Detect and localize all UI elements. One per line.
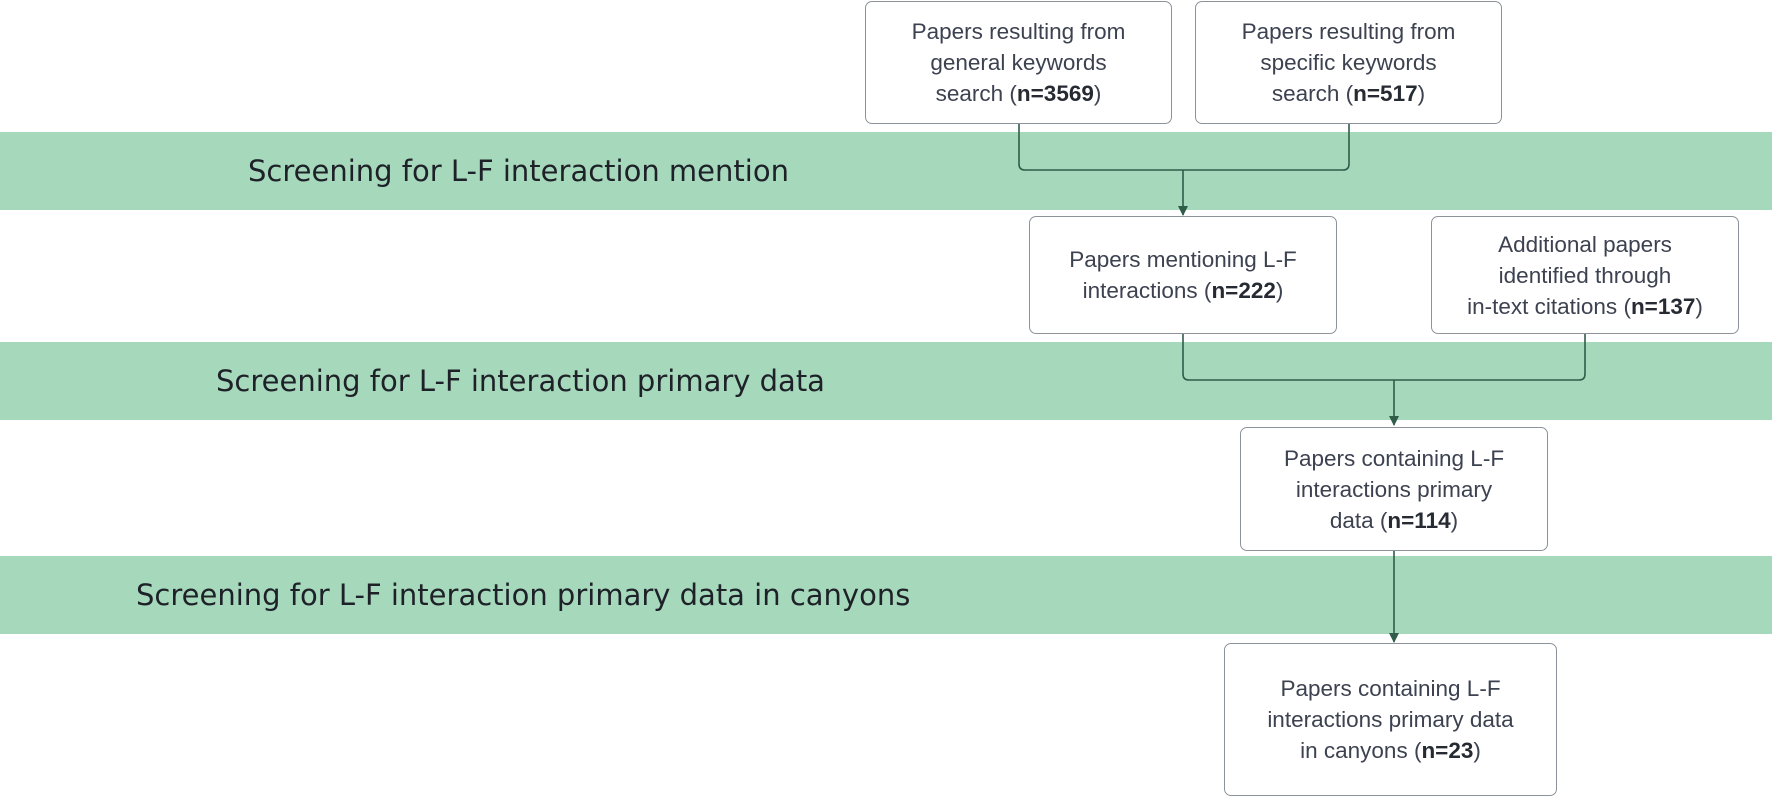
box-mentioning-line-1: Papers mentioning L-F	[1069, 247, 1297, 272]
stage-band-primary-data: Screening for L-F interaction primary da…	[0, 342, 1772, 420]
stage-label-mention: Screening for L-F interaction mention	[248, 154, 789, 188]
box-specific-keywords: Papers resulting from specific keywords …	[1195, 1, 1502, 124]
box-mentioning-interactions: Papers mentioning L-F interactions (n=22…	[1029, 216, 1337, 334]
box-canyons-line-1: Papers containing L-F	[1280, 676, 1501, 701]
box-general-line-1: Papers resulting from	[911, 19, 1126, 44]
count-canyons: n=23	[1421, 738, 1474, 763]
box-canyons: Papers containing L-F interactions prima…	[1224, 643, 1557, 796]
box-general-keywords: Papers resulting from general keywords s…	[865, 1, 1172, 124]
box-specific-line-3: search (n=517)	[1271, 81, 1426, 106]
box-primary-data: Papers containing L-F interactions prima…	[1240, 427, 1548, 551]
connector-mentioning-to-merge	[1182, 334, 1394, 381]
box-canyons-line-2: interactions primary data	[1267, 707, 1514, 732]
box-canyons-line-3: in canyons (n=23)	[1300, 738, 1481, 763]
box-additional-citations: Additional papers identified through in-…	[1431, 216, 1739, 334]
box-general-line-2: general keywords	[930, 50, 1107, 75]
box-additional-line-1: Additional papers	[1498, 231, 1672, 257]
count-general: n=3569	[1016, 81, 1094, 106]
box-primary-line-1: Papers containing L-F	[1283, 445, 1505, 471]
box-primary-line-2: interactions primary	[1295, 476, 1493, 502]
stage-band-canyons: Screening for L-F interaction primary da…	[0, 556, 1772, 634]
box-mentioning-line-2: interactions (n=222)	[1082, 278, 1284, 303]
box-specific-line-1: Papers resulting from	[1241, 19, 1456, 44]
box-specific-line-2: specific keywords	[1260, 50, 1437, 75]
count-primary: n=114	[1387, 507, 1451, 533]
box-primary-line-3: data (n=114)	[1329, 507, 1459, 533]
count-additional: n=137	[1630, 293, 1696, 319]
connector-specific-to-merge	[1183, 124, 1350, 171]
count-specific: n=517	[1353, 81, 1418, 106]
count-mentioning: n=222	[1211, 278, 1276, 303]
stage-band-mention: Screening for L-F interaction mention	[0, 132, 1772, 210]
connector-additional-to-merge	[1394, 334, 1586, 381]
connector-general-to-merge	[1018, 124, 1183, 171]
box-additional-line-2: identified through	[1498, 262, 1672, 288]
box-general-line-3: search (n=3569)	[935, 81, 1102, 106]
stage-label-primary-data: Screening for L-F interaction primary da…	[216, 364, 825, 398]
stage-label-canyons: Screening for L-F interaction primary da…	[136, 578, 911, 612]
box-additional-line-3: in-text citations (n=137)	[1467, 293, 1703, 319]
